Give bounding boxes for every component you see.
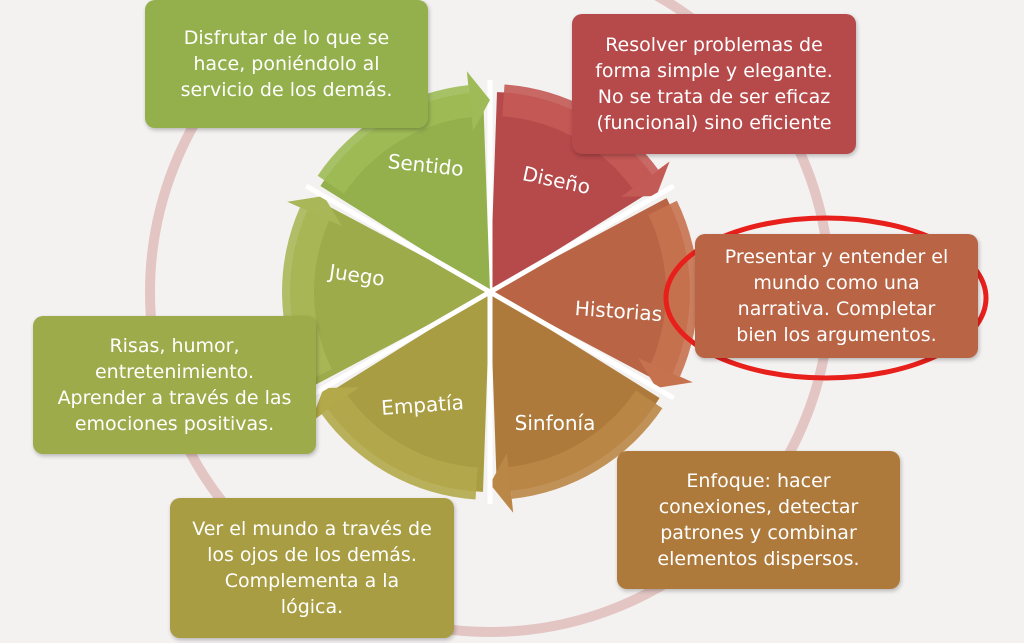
- arrow-band-sentido: [317, 85, 472, 194]
- arrow-head-historias: [638, 357, 693, 388]
- wheel: [282, 71, 698, 513]
- arrow-head-juego: [287, 196, 342, 227]
- separator-line: [488, 289, 675, 401]
- box-historias-text: Presentar y entender el mundo como una n…: [724, 246, 949, 346]
- separator-line: [305, 289, 492, 401]
- separator-line: [305, 183, 492, 295]
- box-juego-text: Risas, humor, entretenimiento. Aprender …: [57, 335, 292, 435]
- label-sinfonia: Sinfonía: [515, 411, 596, 435]
- box-diseno-text: Resolver problemas de forma simple y ele…: [595, 34, 833, 134]
- arrow-head-sinfonia: [490, 453, 514, 513]
- box-empatia-text: Ver el mundo a través de los ojos de los…: [192, 518, 432, 618]
- highlight-circle: [663, 215, 989, 381]
- box-diseno: Resolver problemas de forma simple y ele…: [572, 14, 856, 154]
- arrow-band-sinfonia: [508, 390, 663, 499]
- box-sentido: Disfrutar de lo que se hace, poniéndolo …: [145, 0, 428, 128]
- arrow-band-historias: [648, 200, 698, 377]
- wedge-historias: [490, 198, 691, 386]
- box-empatia: Ver el mundo a través de los ojos de los…: [170, 498, 454, 638]
- box-sinfonia-text: Enfoque: hacer conexiones, detectar patr…: [657, 470, 860, 570]
- box-juego: Risas, humor, entretenimiento. Aprender …: [33, 316, 316, 454]
- box-sentido-text: Disfrutar de lo que se hace, poniéndolo …: [180, 27, 393, 101]
- box-sinfonia: Enfoque: hacer conexiones, detectar patr…: [617, 451, 900, 589]
- arrow-head-empatia: [310, 387, 359, 423]
- wedge-juego: [289, 198, 490, 386]
- label-empatia: Empatía: [380, 390, 464, 420]
- arrow-band-empatia: [321, 395, 478, 500]
- arrow-head-sentido: [466, 71, 490, 131]
- arrow-head-diseno: [621, 161, 670, 197]
- box-historias: Presentar y entender el mundo como una n…: [695, 234, 978, 358]
- separator-line: [488, 183, 675, 295]
